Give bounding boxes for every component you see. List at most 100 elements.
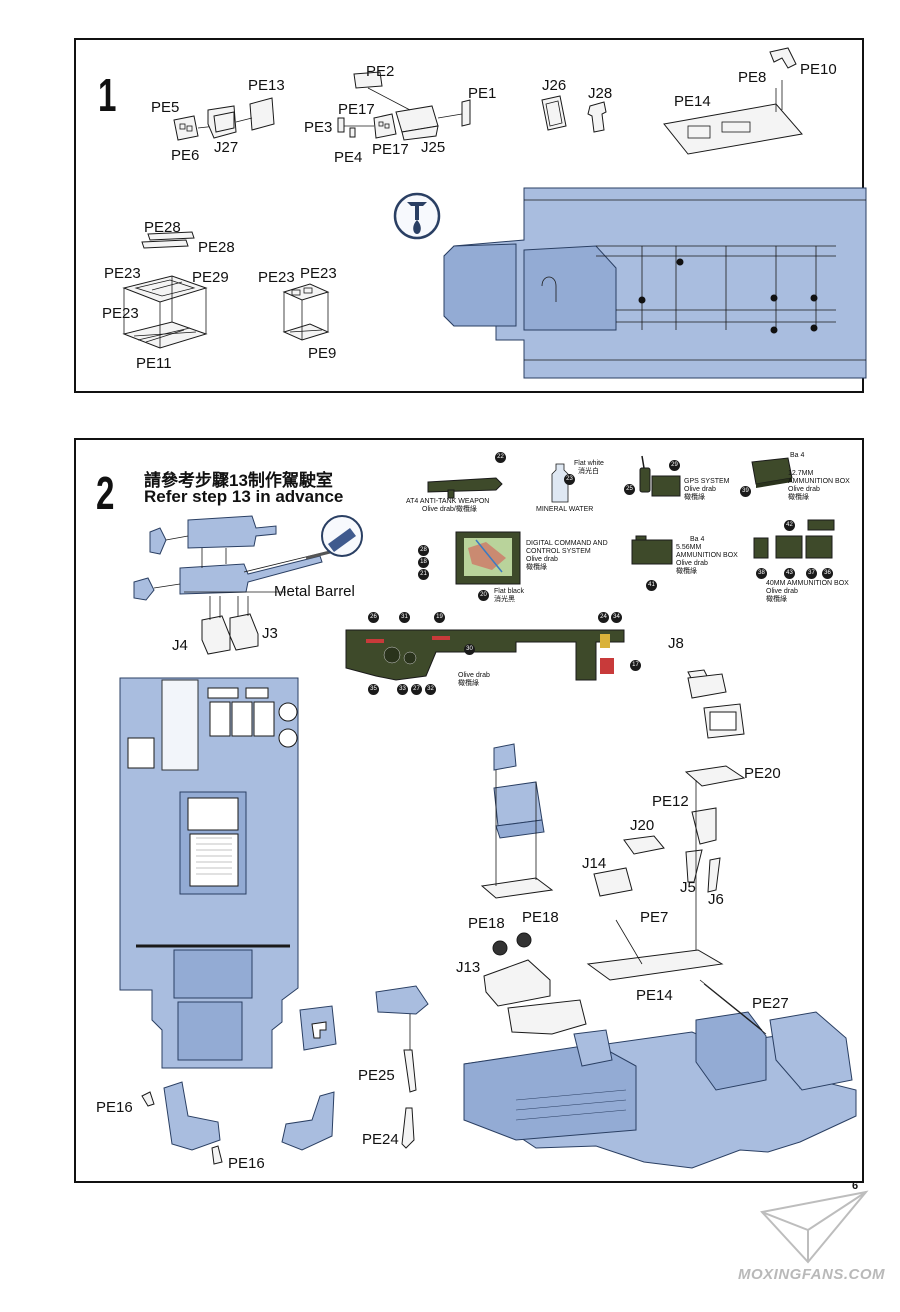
pe9-box — [282, 283, 330, 341]
pe14-plate — [663, 80, 803, 155]
label-pe16-left: PE16 — [96, 1099, 133, 1116]
box556-color: Olive drab — [676, 560, 708, 567]
callout-36: 36 — [822, 568, 833, 579]
label-pe17-bottom: PE17 — [372, 141, 409, 158]
label-pe20: PE20 — [744, 765, 781, 782]
cab-floor-top-view — [119, 677, 299, 1069]
ammo-box-40mm — [753, 519, 835, 559]
box40-title: 40MM AMMUNITION BOX — [766, 580, 849, 587]
box127-title-1: 12.7MM — [788, 470, 814, 477]
ammo-box-127 — [751, 457, 793, 488]
flat-white-cn: 消光白 — [578, 468, 599, 475]
callout-27: 27 — [411, 684, 422, 695]
label-j25: J25 — [421, 139, 446, 156]
callout-25: 25 — [624, 484, 635, 495]
callout-19: 19 — [434, 612, 445, 623]
label-pe17-top: PE17 — [338, 101, 375, 118]
gun-mount-lower — [507, 999, 613, 1067]
step-2-number: 2 — [96, 467, 115, 519]
step-2-panel: 2 請參考步驟13制作駕駛室 Refer step 13 in advance — [74, 438, 864, 1183]
label-pe27: PE27 — [752, 995, 789, 1012]
label-pe23-left: PE23 — [104, 265, 141, 282]
label-pe3: PE3 — [304, 119, 333, 136]
label-pe4: PE4 — [334, 149, 363, 166]
at4-title: AT4 ANTI-TANK WEAPON — [406, 498, 490, 505]
step-2-heading-cn: 請參考步驟13制作駕駛室 — [144, 471, 333, 490]
label-j28: J28 — [588, 85, 613, 102]
pe25-pe24-pedals — [375, 985, 429, 1149]
page-number: 6 — [852, 1180, 859, 1192]
callout-34: 34 — [611, 612, 622, 623]
label-pe8: PE8 — [738, 69, 767, 86]
label-pe25: PE25 — [358, 1067, 395, 1084]
label-metal-barrel: Metal Barrel — [274, 583, 355, 600]
label-pe6: PE6 — [171, 147, 200, 164]
label-pe24: PE24 — [362, 1131, 399, 1148]
callout-31: 31 — [399, 612, 410, 623]
dcc-color-cn: 橄欖綠 — [526, 564, 547, 571]
label-pe7: PE7 — [640, 909, 669, 926]
gps-color: Olive drab — [684, 486, 716, 493]
chassis-floor-step1 — [443, 187, 867, 379]
label-j13: J13 — [456, 959, 481, 976]
step-1-panel: 1 — [74, 38, 867, 393]
box556-title-1: 5.56MM — [676, 544, 702, 551]
callout-43: 43 — [784, 568, 795, 579]
callout-17: 17 — [630, 660, 641, 671]
mineral-water-label: MINERAL WATER — [536, 506, 594, 513]
label-j20: J20 — [630, 817, 655, 834]
j4-j3-mounts — [201, 596, 259, 655]
j27-bracket — [207, 105, 237, 139]
callout-35: 35 — [368, 684, 379, 695]
callout-38: 38 — [756, 568, 767, 579]
callout-23: 23 — [564, 474, 575, 485]
callout-33: 33 — [397, 684, 408, 695]
callout-42: 42 — [784, 520, 795, 531]
box556-title-2: AMMUNITION BOX — [676, 552, 738, 559]
pe13-plate — [235, 97, 275, 131]
label-pe1: PE1 — [468, 85, 497, 102]
dcc-title-2: CONTROL SYSTEM — [526, 548, 591, 555]
callout-24: 24 — [598, 612, 609, 623]
label-pe18-right: PE18 — [522, 909, 559, 926]
flat-black-cn: 消光黑 — [494, 596, 515, 603]
step-1-number: 1 — [98, 69, 117, 121]
pe16-seats — [141, 1081, 335, 1165]
gps-title: GPS SYSTEM — [684, 478, 730, 485]
label-pe23-box-a: PE23 — [258, 269, 295, 286]
pe8-pe10-part — [769, 47, 797, 69]
radio-stack-parts — [593, 669, 746, 897]
callout-21: 21 — [418, 569, 429, 580]
label-j5: J5 — [680, 879, 696, 896]
label-j8: J8 — [668, 635, 684, 652]
label-j26: J26 — [542, 77, 567, 94]
dcc-color: Olive drab — [526, 556, 558, 563]
step-1-drawing — [122, 47, 867, 379]
label-j3: J3 — [262, 625, 278, 642]
label-pe14: PE14 — [674, 93, 711, 110]
label-pe9: PE9 — [308, 345, 337, 362]
label-pe16-right: PE16 — [228, 1155, 265, 1172]
label-j27: J27 — [214, 139, 239, 156]
callout-22: 22 — [495, 452, 506, 463]
callout-26: 26 — [368, 612, 379, 623]
watermark-text: MOXINGFANS.COM — [738, 1266, 886, 1283]
label-pe23-box-b: PE23 — [300, 265, 337, 282]
j28-part — [587, 101, 607, 133]
pe14-plate-step2 — [586, 780, 724, 981]
ba4-label-a: Ba 4 — [790, 452, 805, 459]
label-j14: J14 — [582, 855, 607, 872]
label-pe12: PE12 — [652, 793, 689, 810]
label-pe5: PE5 — [151, 99, 180, 116]
machine-gun-assembly — [133, 515, 339, 601]
label-pe14-step2: PE14 — [636, 987, 673, 1004]
pe11-box-assembly — [122, 231, 208, 349]
box556-color-cn: 橄欖綠 — [676, 568, 697, 575]
step-2-drawing — [119, 455, 857, 1169]
label-pe11: PE11 — [136, 355, 172, 372]
label-pe28-side: PE28 — [198, 239, 235, 256]
ba4-label-b: Ba 4 — [690, 536, 705, 543]
step-2-heading-en: Refer step 13 in advance — [144, 487, 344, 506]
dashboard-panel — [345, 629, 625, 681]
label-j6: J6 — [708, 891, 724, 908]
